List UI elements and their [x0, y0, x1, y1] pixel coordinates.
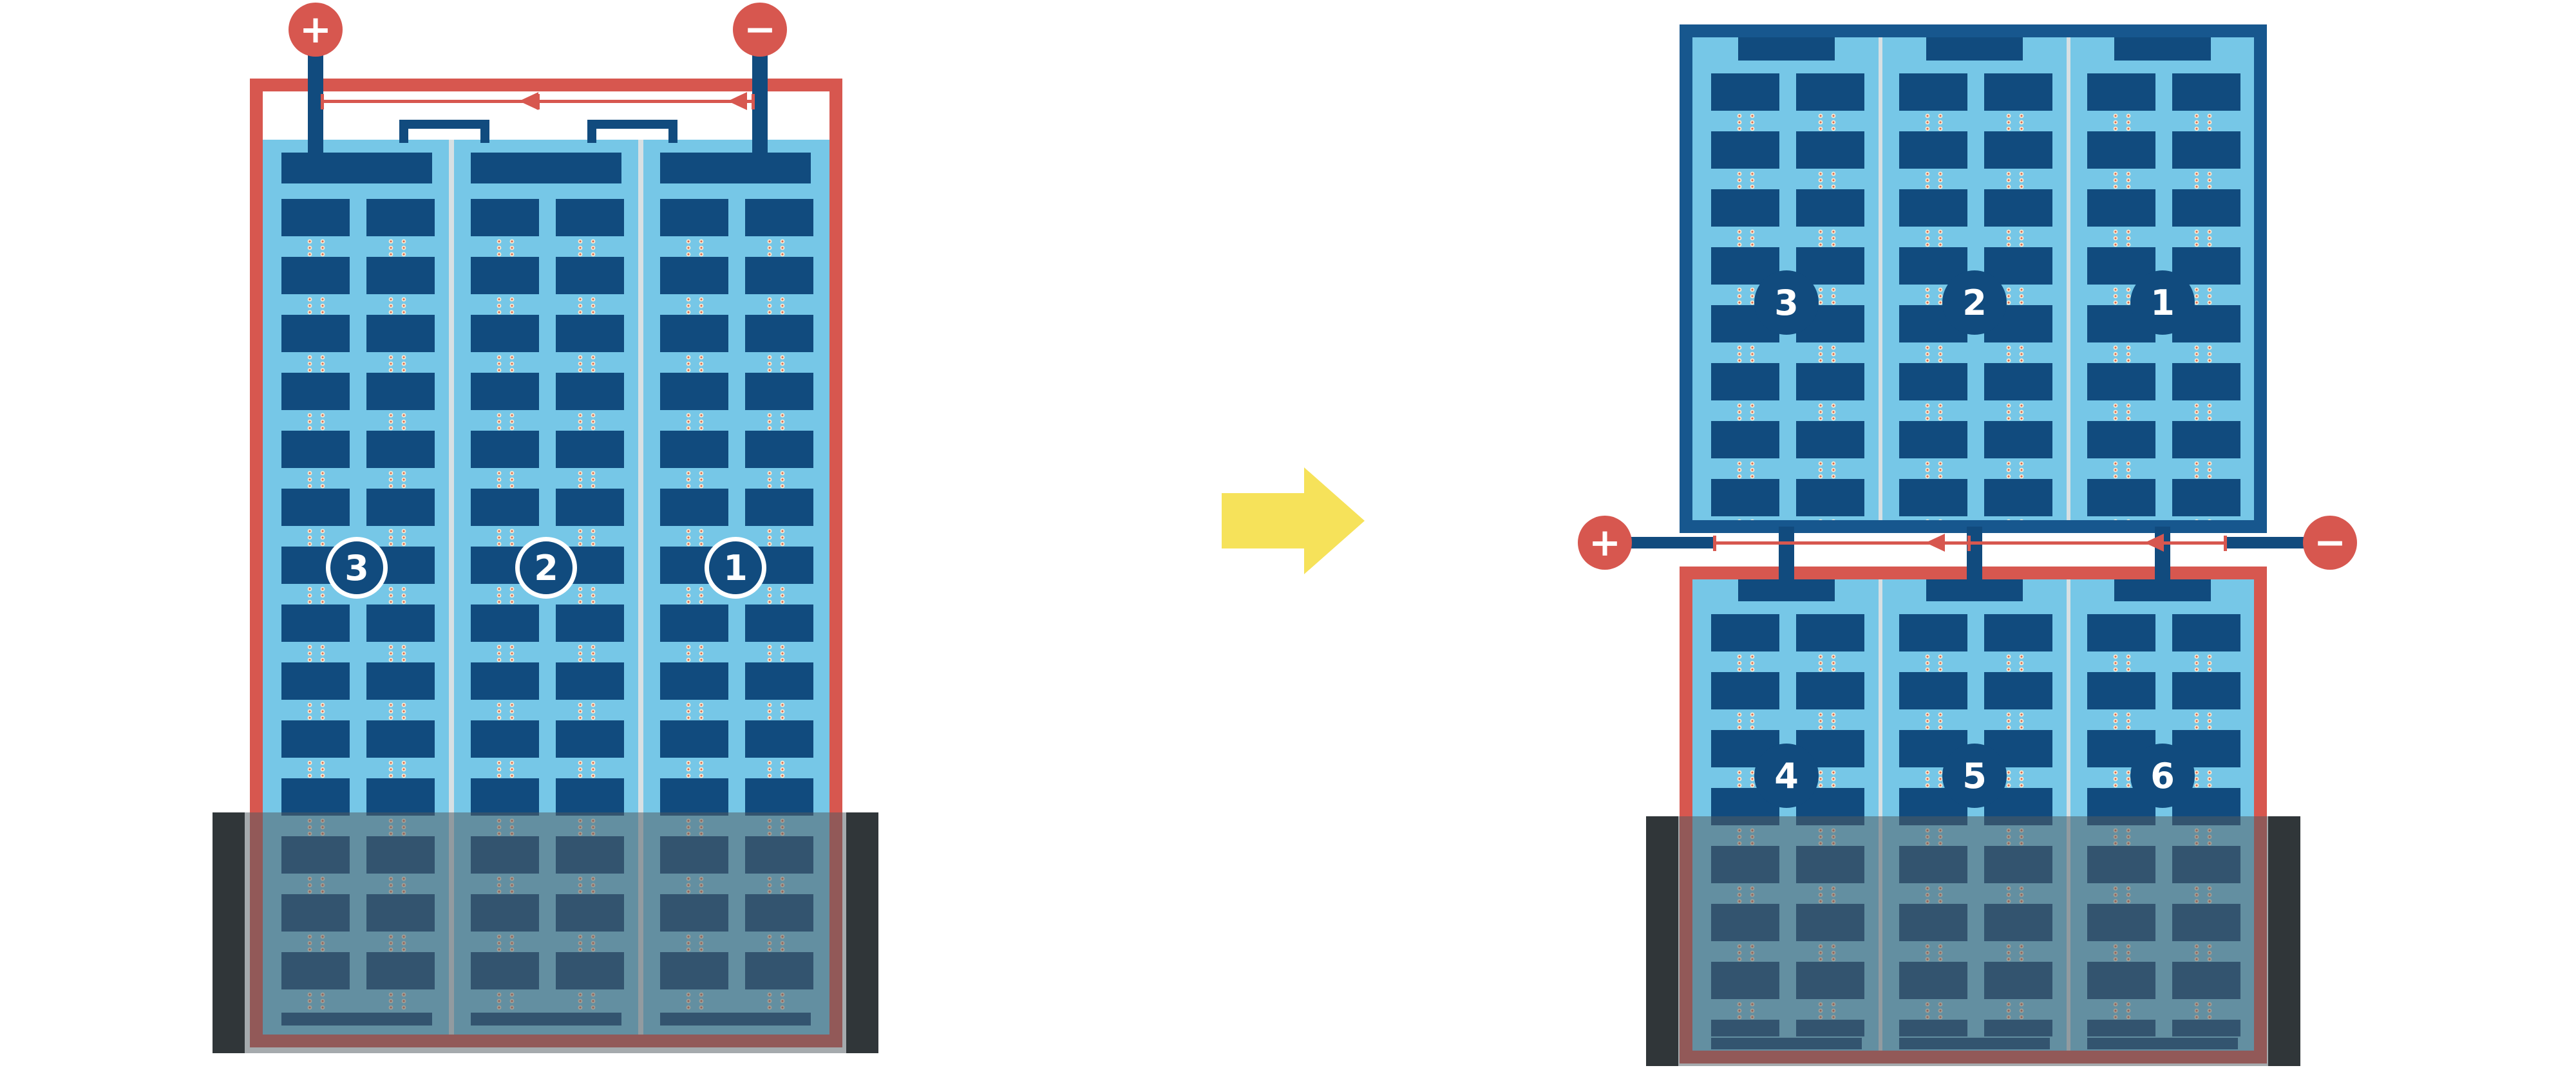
busbar-header [2114, 37, 2211, 61]
flow-line-tick [1713, 536, 1716, 551]
string-jumper-leg [399, 120, 408, 143]
shade-overlay [1646, 816, 2300, 1066]
busbar-header [660, 153, 811, 183]
string-number-3: 3 [1754, 270, 1819, 335]
negative-terminal: − [2303, 516, 2357, 570]
current-arrow-icon [728, 92, 747, 110]
string-number-3: 3 [326, 537, 388, 599]
negative-lead [2227, 537, 2311, 548]
string-stub [1779, 551, 1794, 582]
transform-arrow-icon [1222, 467, 1365, 574]
current-arrow-icon [1926, 534, 1945, 552]
string-number-6: 6 [2130, 744, 2195, 808]
mounting-bar [2268, 816, 2300, 1066]
column-separator [2067, 37, 2070, 520]
column-separator [1879, 579, 1882, 1051]
busbar-header [471, 153, 621, 183]
busbar-header [1926, 579, 2023, 601]
string-stub [2155, 551, 2170, 582]
current-arrow-icon [519, 92, 538, 110]
current-flow-line [1714, 541, 2227, 545]
busbar-header [1738, 37, 1835, 61]
string-jumper [399, 120, 489, 129]
busbar-header [2114, 579, 2211, 601]
mounting-bar [213, 812, 245, 1053]
right-top-module-frame: 3 2 1 [1680, 24, 2267, 533]
string-number-5: 5 [1942, 744, 2007, 808]
positive-lead [1631, 537, 1714, 548]
flow-line-tick [2224, 536, 2227, 551]
positive-terminal: + [1578, 516, 1632, 570]
string-jumper-leg [480, 120, 489, 143]
string-stub [1967, 551, 1982, 582]
column-separator [449, 140, 454, 1035]
column-separator [638, 140, 643, 1035]
string-jumper [587, 120, 677, 129]
string-number-2: 2 [515, 537, 577, 599]
flow-line-tick [752, 94, 755, 109]
string-jumper-leg [587, 120, 596, 143]
positive-terminal: + [289, 3, 343, 57]
mounting-bar [846, 812, 878, 1053]
negative-lead [752, 39, 768, 167]
string-number-1: 1 [705, 537, 766, 599]
string-jumper-leg [668, 120, 677, 143]
current-arrow-icon [2145, 534, 2164, 552]
negative-terminal: − [733, 3, 787, 57]
busbar-header [1926, 37, 2023, 61]
column-separator [1879, 37, 1882, 520]
string-number-4: 4 [1754, 744, 1819, 808]
string-stub [1779, 527, 1794, 555]
column-separator [2067, 579, 2070, 1051]
string-number-2: 2 [1942, 270, 2007, 335]
mounting-bar [1646, 816, 1678, 1066]
flow-line-tick [1967, 536, 1971, 551]
shade-overlay [213, 812, 878, 1053]
string-number-1: 1 [2130, 270, 2195, 335]
flow-line-tick [321, 94, 324, 109]
busbar-header [281, 153, 432, 183]
busbar-header [1738, 579, 1835, 601]
